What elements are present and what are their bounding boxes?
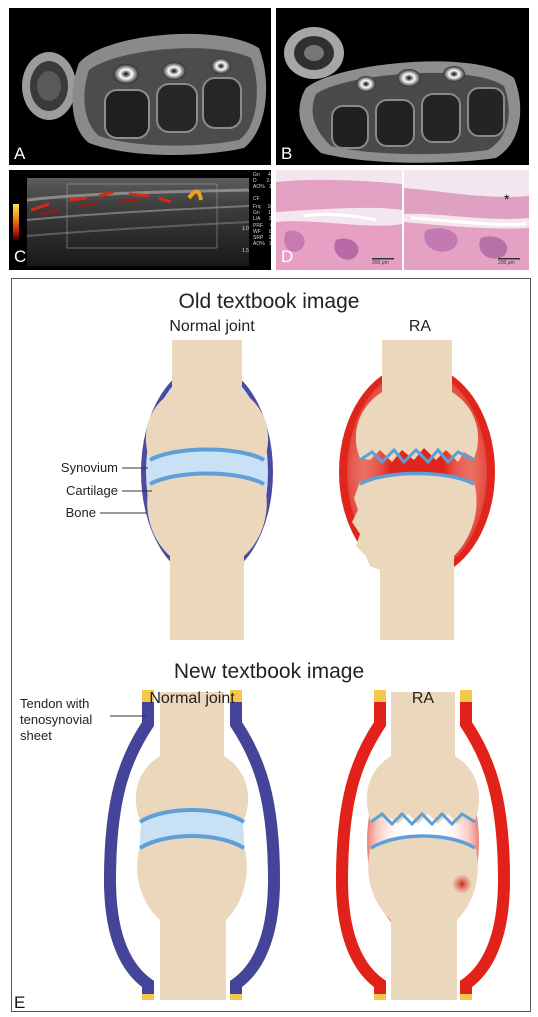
label-tendon-sheet: Tendon with tenosynovial sheet [20,696,92,744]
label-bone: Bone [66,505,96,520]
new-textbook-title: New textbook image [0,660,538,684]
new-normal-joint-drawing [110,690,274,1000]
panel-e-letter: E [14,994,25,1011]
old-normal-joint-drawing [141,340,273,640]
old-ra-joint-drawing [339,340,495,640]
label-cartilage: Cartilage [66,483,118,498]
new-normal-joint-label: Normal joint [112,690,272,708]
new-ra-joint-drawing [342,690,504,1000]
new-ra-label: RA [343,690,503,708]
label-synovium: Synovium [61,460,118,475]
